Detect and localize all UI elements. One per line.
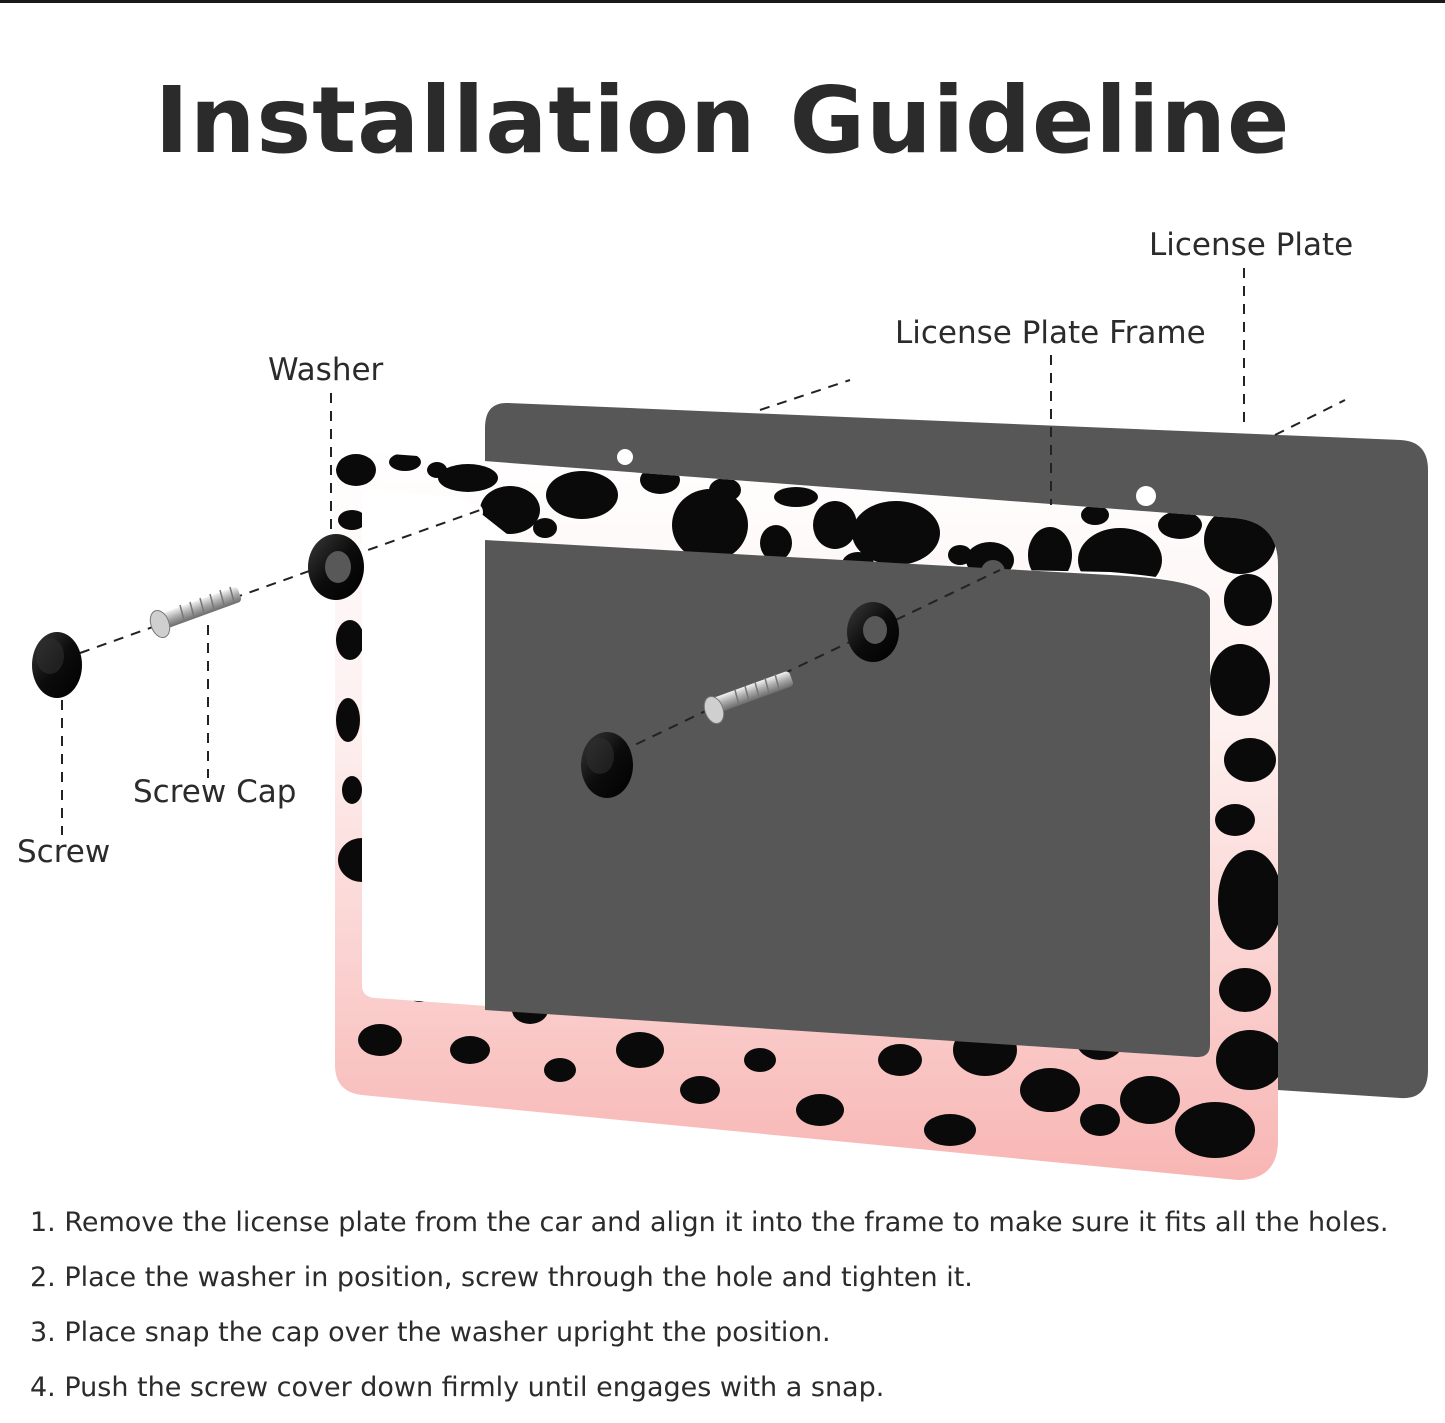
instruction-step: 3. Place snap the cap over the washer up… xyxy=(30,1317,831,1348)
top-rule xyxy=(0,0,1445,3)
instruction-step: 2. Place the washer in position, screw t… xyxy=(30,1262,973,1293)
label-screw: Screw xyxy=(17,834,111,870)
label-screw-cap: Screw Cap xyxy=(133,774,297,810)
instruction-step: 4. Push the screw cover down firmly unti… xyxy=(30,1372,885,1403)
page-title: Installation Guideline xyxy=(154,67,1291,174)
instruction-step: 1. Remove the license plate from the car… xyxy=(30,1207,1389,1238)
label-license-plate-frame: License Plate Frame xyxy=(895,315,1206,351)
screw-part xyxy=(149,586,242,639)
plate-hole xyxy=(617,449,633,465)
label-washer: Washer xyxy=(268,352,384,388)
label-license-plate: License Plate xyxy=(1149,227,1354,263)
washer-part xyxy=(308,534,364,600)
screw-cap-part xyxy=(32,632,82,698)
installed-screw-cap xyxy=(581,732,633,798)
installed-washer xyxy=(847,602,899,662)
instruction-steps: 1. Remove the license plate from the car… xyxy=(30,1203,1430,1423)
license-plate-frame xyxy=(335,451,1278,1180)
installed-screw xyxy=(703,671,793,725)
plate-hole xyxy=(1136,486,1156,506)
